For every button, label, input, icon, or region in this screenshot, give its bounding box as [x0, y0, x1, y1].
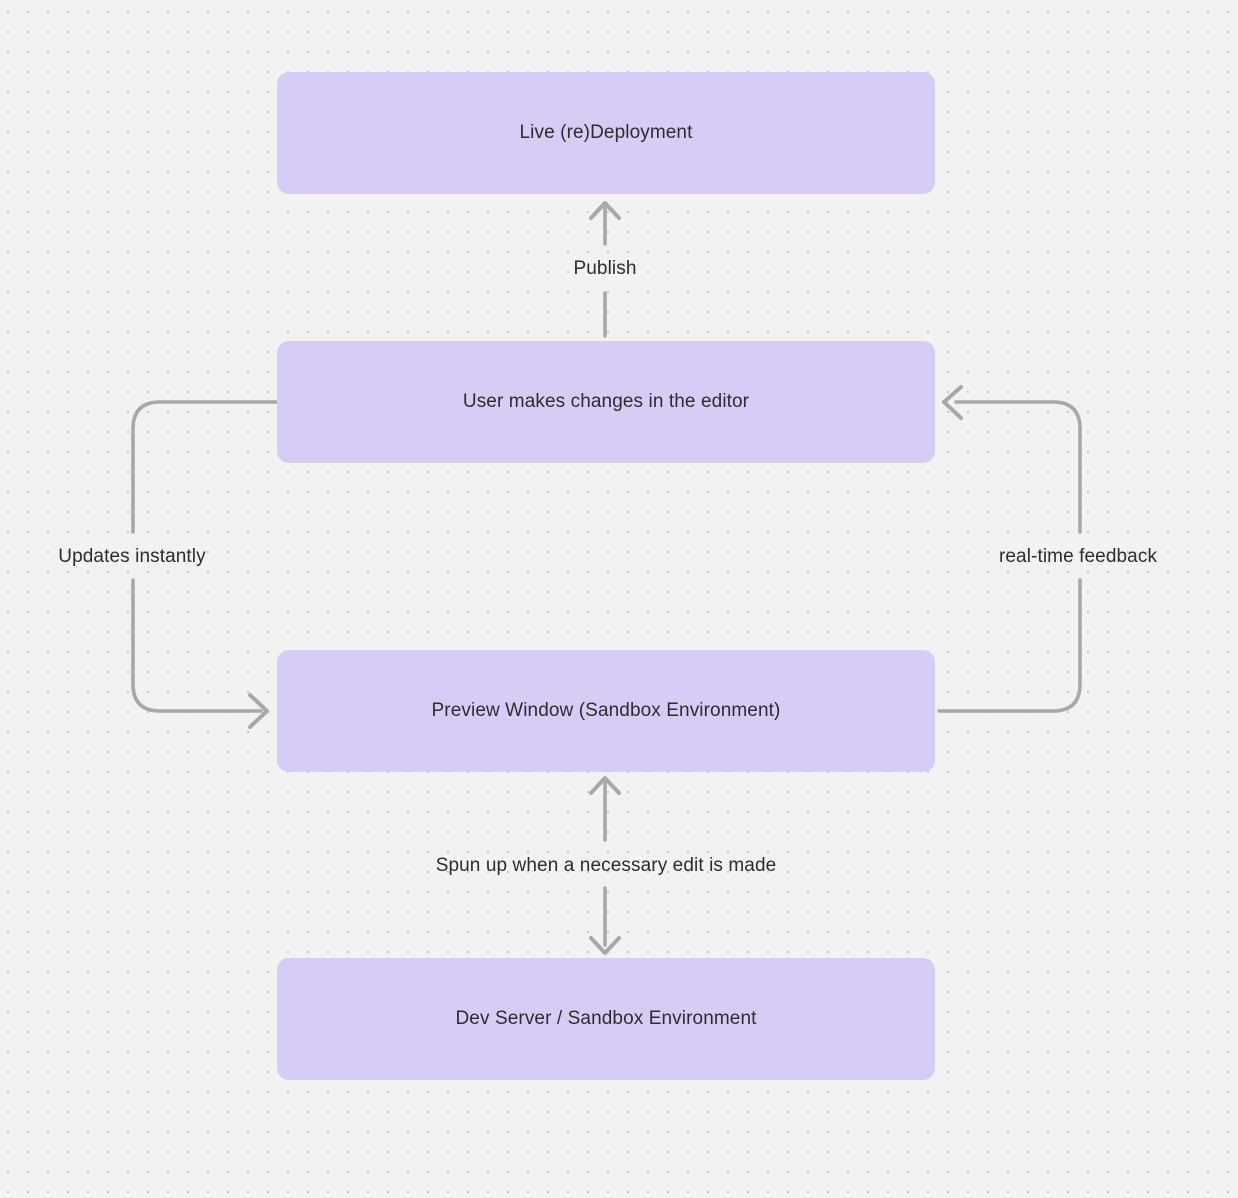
edge-label-spun-up: Spun up when a necessary edit is made: [435, 855, 777, 876]
node-label: User makes changes in the editor: [462, 391, 750, 412]
node-live-deployment: Live (re)Deployment: [277, 72, 935, 194]
spun-up-arrow: [589, 776, 621, 955]
edge-label-publish: Publish: [573, 258, 637, 279]
arrowhead-left-icon: [942, 385, 963, 420]
arrowhead-right-icon: [248, 693, 269, 729]
publish-arrow: [589, 201, 621, 338]
arrowhead-up-icon: [589, 776, 621, 795]
arrowhead-up-icon: [589, 201, 621, 220]
realtime-feedback-arrow: [937, 385, 1082, 713]
node-editor: User makes changes in the editor: [277, 341, 935, 463]
arrowhead-down-icon: [589, 936, 621, 955]
node-label: Live (re)Deployment: [519, 122, 693, 143]
node-label: Dev Server / Sandbox Environment: [455, 1008, 757, 1029]
node-label: Preview Window (Sandbox Environment): [431, 700, 781, 721]
node-preview-window: Preview Window (Sandbox Environment): [277, 650, 935, 772]
node-dev-server: Dev Server / Sandbox Environment: [277, 958, 935, 1080]
edge-label-updates-instantly: Updates instantly: [58, 546, 206, 567]
updates-instantly-arrow: [131, 400, 279, 729]
edge-label-realtime-feedback: real-time feedback: [998, 546, 1158, 567]
